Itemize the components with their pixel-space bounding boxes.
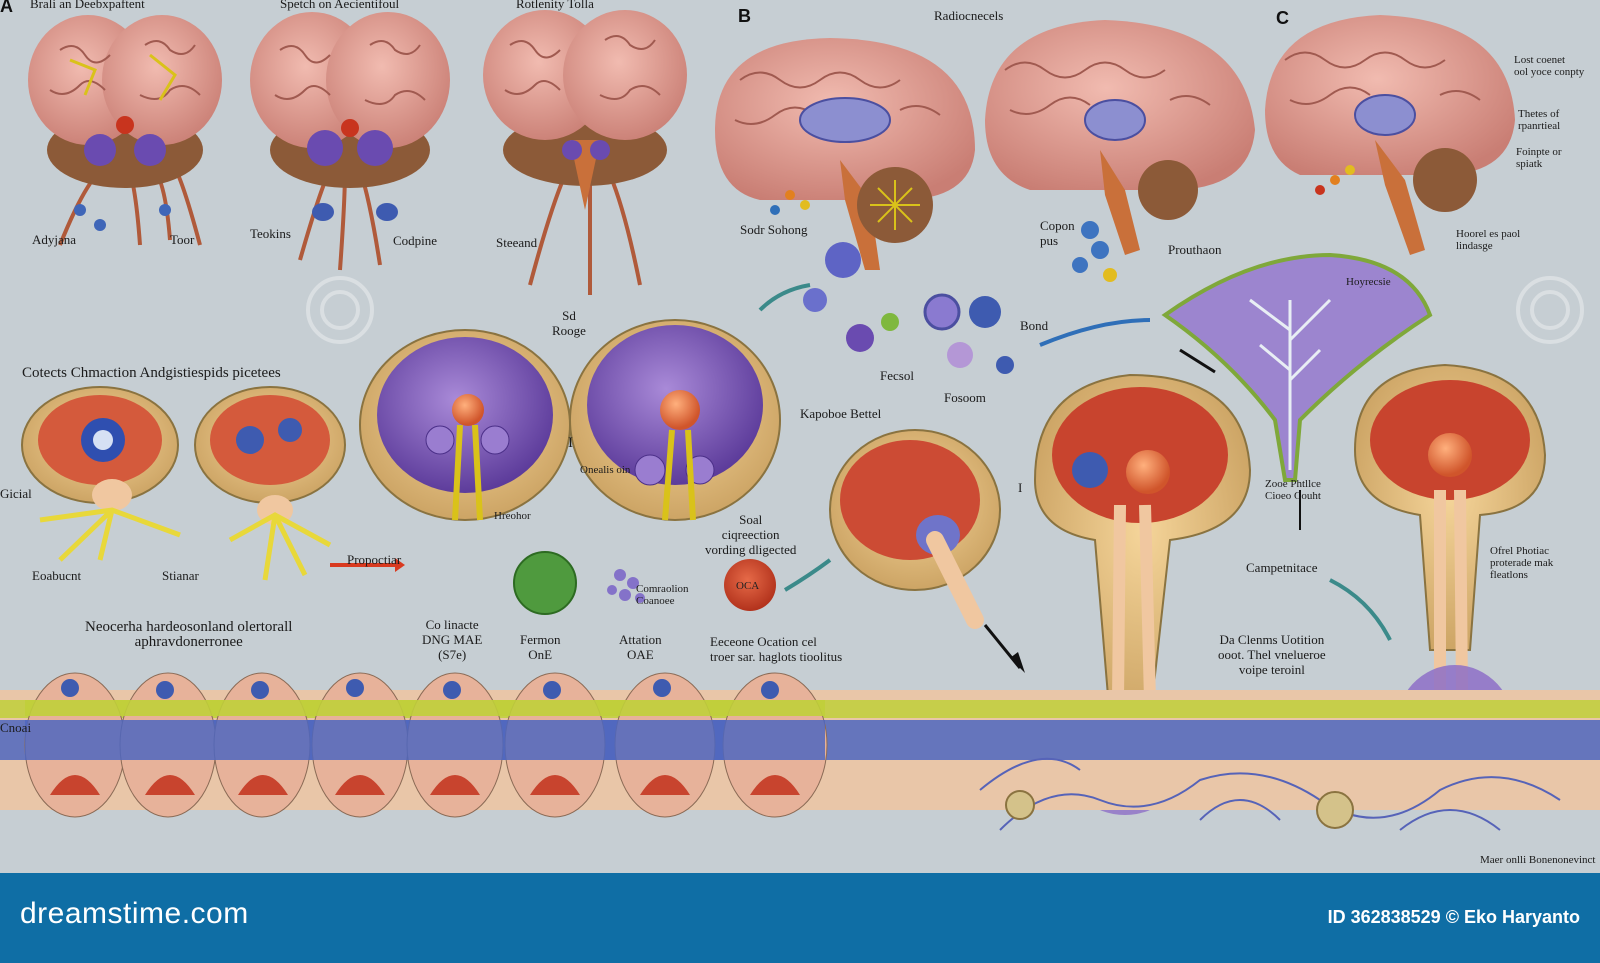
label-thetes-of: Thetes of rpanrtieal xyxy=(1518,108,1561,132)
footer-bar: dreamstime.com ID 362838529 © Eko Haryan… xyxy=(0,873,1600,963)
label-lost-coenet: Lost coenet ool yoce conpty xyxy=(1514,54,1585,78)
image-credit: ID 362838529 © Eko Haryanto xyxy=(1327,907,1580,927)
label-i-mark: I xyxy=(568,435,573,451)
neuron-bulb-3 xyxy=(829,429,1025,673)
label-steeand: Steeand xyxy=(496,235,538,250)
neuron-bulb-2 xyxy=(569,319,781,521)
label-ocaa: OCA xyxy=(736,580,760,592)
panel-label-c: C xyxy=(1276,8,1289,28)
neural-network-lower-right xyxy=(979,757,1561,831)
label-stianar: Stianar xyxy=(162,568,199,583)
label-radiocnecels: Radiocnecels xyxy=(934,8,1004,23)
brain-sagittal-c xyxy=(1265,15,1515,255)
brain-frontal-3 xyxy=(483,10,687,295)
legend-purple-cluster xyxy=(607,569,645,603)
top-title-3: Rotlenity Tolla xyxy=(516,0,594,11)
label-eoabucnt: Eoabucnt xyxy=(32,568,82,583)
cell-pod-1 xyxy=(21,386,181,562)
panel-label-b: B xyxy=(738,6,751,26)
label-sd-rooge: Sd Rooge xyxy=(552,308,586,338)
tissue-cell-contents xyxy=(25,679,825,795)
label-adyjana: Adyjana xyxy=(32,232,77,247)
flow-arrows xyxy=(758,283,1392,641)
brain-sagittal-b xyxy=(715,38,975,270)
label-propoctiar: Propoctiar xyxy=(347,552,402,567)
label-da-cleuns: Da Clenms Uotition ooot. Thel vnelueroe … xyxy=(1218,632,1326,677)
legend-red-sphere xyxy=(724,559,776,611)
label-t-mark: I xyxy=(1018,480,1023,495)
label-hreohor: Hreohor xyxy=(494,510,531,522)
top-title-1: Brali an Deebxpaftent xyxy=(30,0,145,11)
brain-frontal-1 xyxy=(28,15,222,246)
label-prouthaon: Prouthaon xyxy=(1168,242,1222,257)
legend-green-sphere xyxy=(513,551,577,615)
label-colinacte: Co linacte DNG MAE (S7e) xyxy=(422,617,483,662)
brain-frontal-2 xyxy=(250,12,450,271)
label-foinpte-or: Foinpte or spiatk xyxy=(1516,146,1562,170)
label-cotects: Cotects Chmaction Andgistiespids picetee… xyxy=(22,365,281,381)
label-attation: Attation OAE xyxy=(619,632,662,662)
cell-cluster-b xyxy=(803,242,1014,374)
label-zoe-phutte: Zooe Phtllce Cioeo Couht xyxy=(1265,478,1321,502)
watermark-icon xyxy=(306,276,374,344)
label-comriolion: Comraolion Coanoee xyxy=(636,583,689,607)
illustration-canvas: A B C Brali an Deebxpaftent Spetch on Ae… xyxy=(0,0,1600,866)
neuro-development-artwork xyxy=(0,10,1600,831)
cell-pod-2 xyxy=(194,386,405,581)
label-ofrel-rhotiac: Ofrel Photiac proterade mak fleatlons xyxy=(1490,545,1554,581)
label-sodr-sohong: Sodr Sohong xyxy=(740,222,808,237)
label-campetnitace: Campetnitace xyxy=(1246,560,1318,575)
label-bond: Bond xyxy=(1020,318,1049,333)
label-neocerha: Neocerha hardeosonland olertorall aphrav… xyxy=(85,619,293,650)
label-copon-pus: Copon pus xyxy=(1040,218,1075,248)
label-mach: Maer onlli Bonenonevinct xyxy=(1480,854,1596,866)
watermark-icon xyxy=(1516,276,1584,344)
brand-logo[interactable]: dreamstime.com xyxy=(20,897,249,930)
label-oneahs-oin: Onealis oin xyxy=(580,464,631,476)
brain-sagittal-2 xyxy=(985,20,1255,282)
label-hoorel-espoal: Hoorel es paol lindasge xyxy=(1456,228,1521,252)
label-gicial: Gicial xyxy=(0,486,32,501)
label-cnoai: Cnoai xyxy=(0,720,32,735)
label-soal: Soal ciqreection vording dligected xyxy=(705,512,797,557)
neuron-bulb-1 xyxy=(359,329,571,521)
panel-label-a: A xyxy=(0,0,13,16)
label-eeceone: Eeceone Ocation cel troer sar. haglots t… xyxy=(710,634,843,664)
label-fermon: Fermon OnE xyxy=(520,632,561,662)
label-hoyrecsie: Hoyrecsie xyxy=(1346,276,1391,288)
label-fosoom: Fosoom xyxy=(944,390,986,405)
label-fecsol: Fecsol xyxy=(880,368,914,383)
top-title-2: Spetch on Aecientifoul xyxy=(280,0,400,11)
vascular-funnel xyxy=(1161,252,1433,482)
label-kapoboe-bettel: Kapoboe Bettel xyxy=(800,406,882,421)
label-codpine: Codpine xyxy=(393,233,438,248)
label-teokins: Teokins xyxy=(250,226,291,241)
label-toor: Toor xyxy=(170,232,195,247)
